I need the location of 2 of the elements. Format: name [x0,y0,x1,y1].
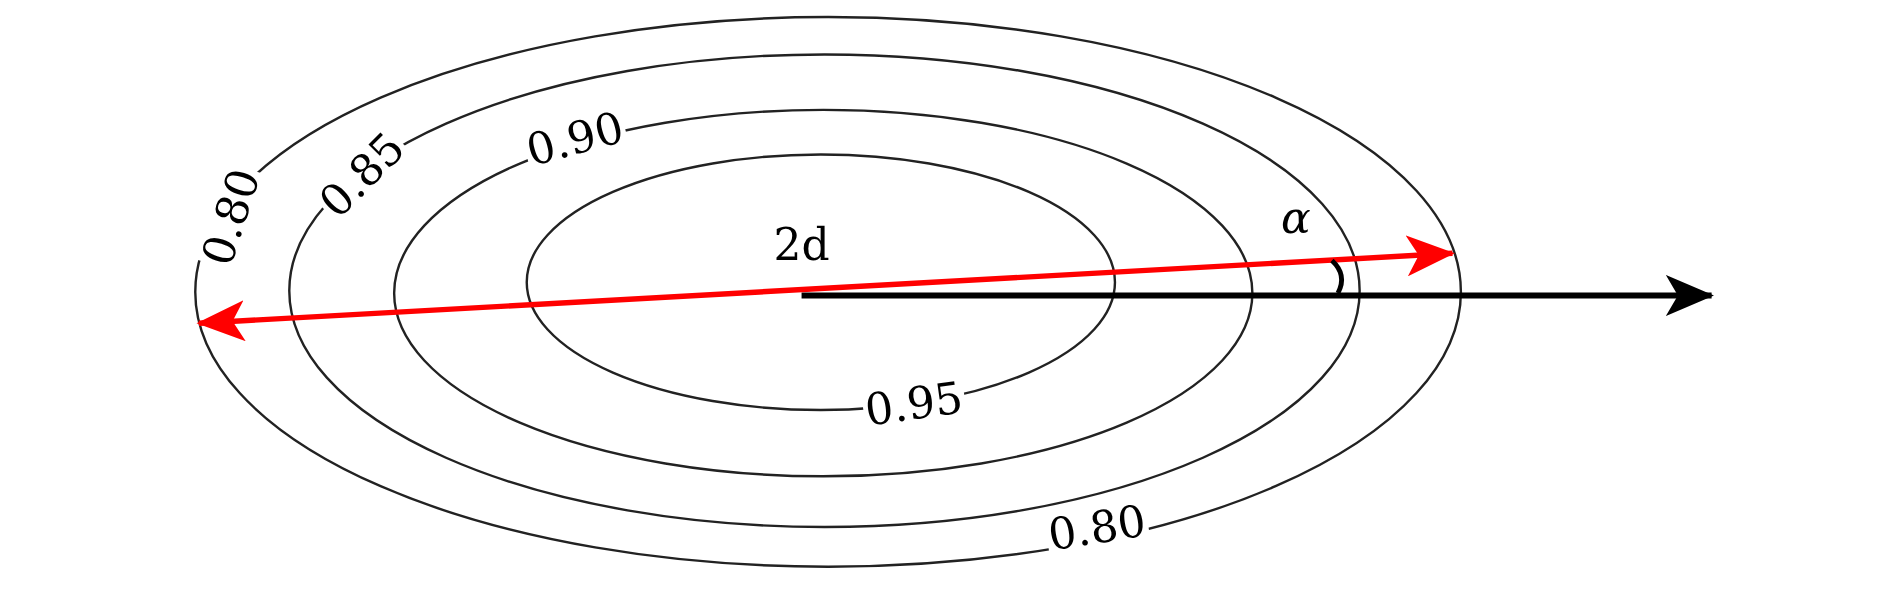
dimension-label: 2d [772,222,831,267]
angle-label: α [1279,196,1312,241]
